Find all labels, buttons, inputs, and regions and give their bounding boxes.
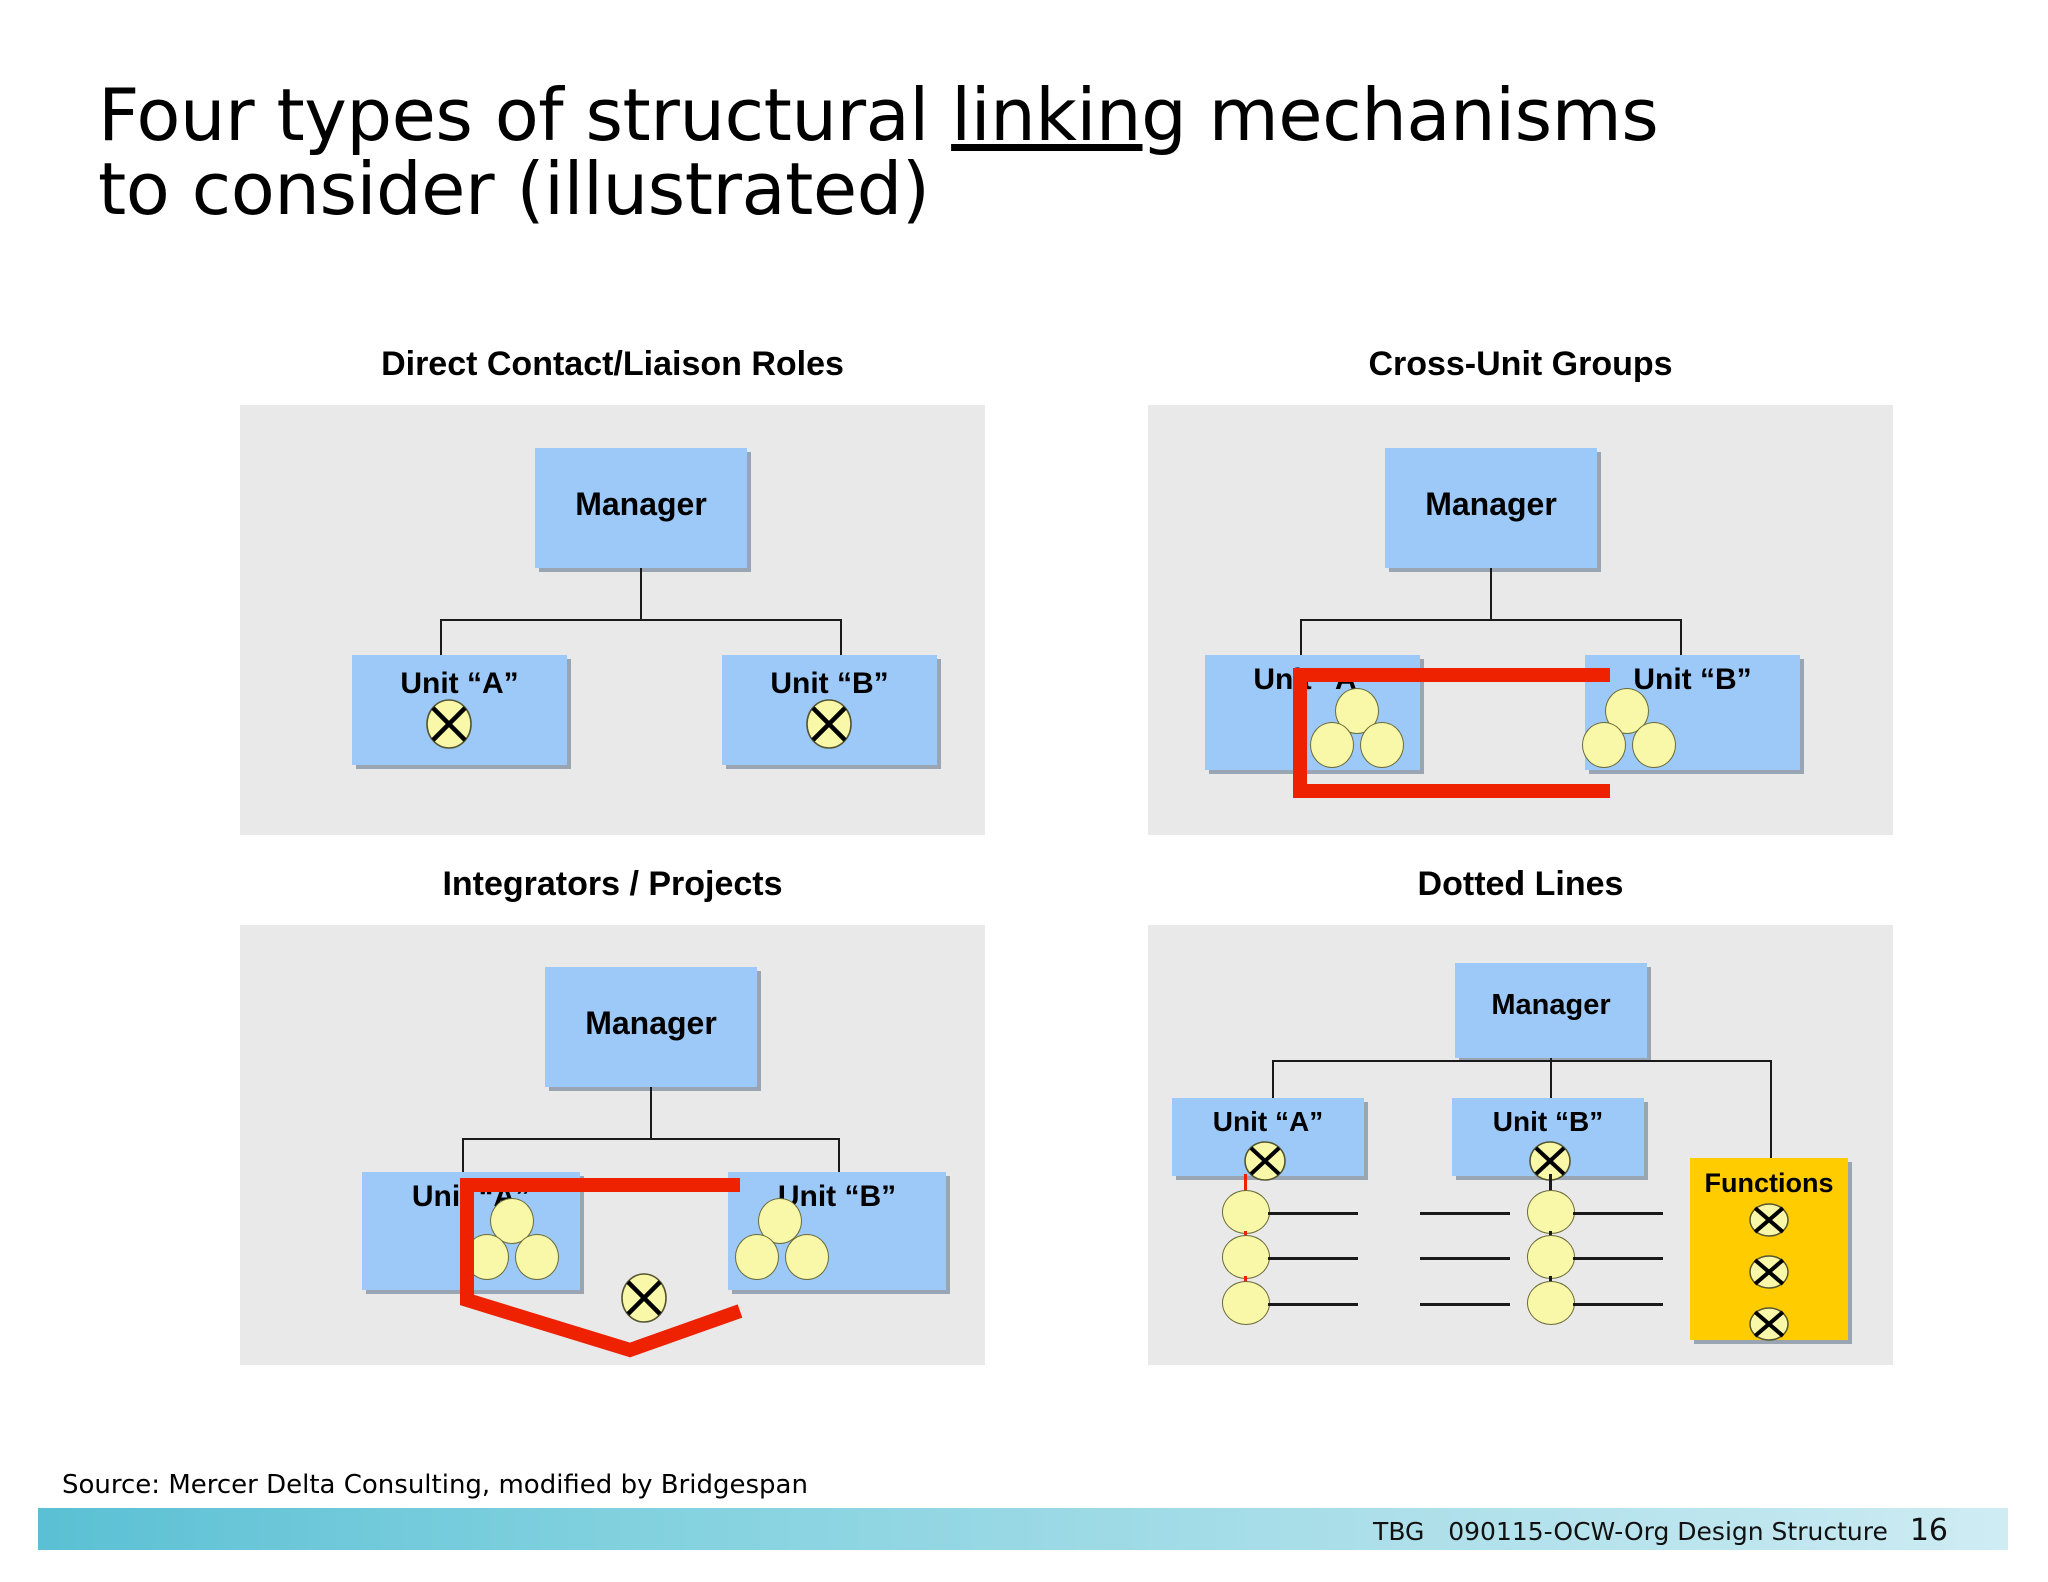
box-manager-p3[interactable]: Manager [545, 967, 757, 1087]
chain-line-a3-p4 [1268, 1303, 1358, 1306]
connector-manager-stem-p1 [640, 568, 642, 620]
chain-circle-b1-p4 [1527, 1190, 1575, 1234]
member-circle-a2-p2 [1310, 722, 1354, 768]
panel-title-cross-unit: Cross-Unit Groups [1368, 345, 1673, 383]
chain-line-b3-left-p4 [1420, 1303, 1510, 1306]
footer-bar [38, 1508, 2008, 1550]
title-part-after: mechanisms [1186, 73, 1659, 157]
connector-bus-p3 [462, 1138, 840, 1140]
box-manager-p4[interactable]: Manager [1455, 963, 1647, 1058]
chain-line-b2-left-p4 [1420, 1257, 1510, 1260]
connector-bus-p4 [1272, 1060, 1772, 1062]
x-circle-icon-integrator-p3 [621, 1273, 667, 1323]
connector-drop-b-p3 [838, 1138, 840, 1176]
member-circle-b3-p2 [1632, 722, 1676, 768]
x-circle-icon-unit-b-p4 [1529, 1141, 1571, 1181]
box-unit-b-p2-label: Unit “B” [1633, 663, 1752, 696]
x-circle-icon-unit-b-p1 [806, 699, 852, 749]
red-dotted-line-a-0 [1244, 1174, 1247, 1204]
page-title: Four types of structural linking mechani… [98, 78, 1978, 226]
connector-drop-functions-p4 [1770, 1060, 1772, 1160]
box-manager-p4-label: Manager [1491, 989, 1611, 1021]
chain-circle-a1-p4 [1222, 1190, 1270, 1234]
member-circle-b2-p2 [1582, 722, 1626, 768]
box-unit-a-p4-label: Unit “A” [1212, 1106, 1324, 1137]
chain-line-a1-p4 [1268, 1212, 1358, 1215]
footer-text: TBG 090115-OCW-Org Design Structure 16 [1373, 1513, 1948, 1548]
x-circle-icon-function-1 [1749, 1203, 1789, 1237]
box-unit-b-p4-label: Unit “B” [1492, 1106, 1604, 1137]
chain-circle-b2-p4 [1527, 1235, 1575, 1279]
x-circle-icon-unit-a-p1 [426, 699, 472, 749]
x-circle-icon-function-2 [1749, 1255, 1789, 1289]
connector-bus-p1 [440, 619, 842, 621]
connector-bus-p2 [1300, 619, 1682, 621]
connector-drop-b-p2 [1680, 619, 1682, 657]
x-circle-icon-function-3 [1749, 1307, 1789, 1341]
chain-line-b1-right-p4 [1573, 1212, 1663, 1215]
box-manager-p1[interactable]: Manager [535, 448, 747, 568]
red-integrator-polyline [460, 1178, 743, 1358]
panel-title-dotted-lines: Dotted Lines [1417, 865, 1624, 903]
chain-line-b2-right-p4 [1573, 1257, 1663, 1260]
member-circle-b2-p3 [735, 1234, 779, 1280]
x-circle-icon-unit-a-p4 [1244, 1141, 1286, 1181]
member-circle-b3-p3 [785, 1234, 829, 1280]
connector-drop-a-p1 [440, 619, 442, 657]
chain-line-b1-left-p4 [1420, 1212, 1510, 1215]
chain-circle-a2-p4 [1222, 1235, 1270, 1279]
box-unit-b-p4[interactable]: Unit “B” [1452, 1098, 1644, 1176]
red-cross-unit-group-bracket [1293, 668, 1610, 798]
connector-manager-stem-p3 [650, 1087, 652, 1139]
footer-doc: 090115-OCW-Org Design Structure [1448, 1517, 1888, 1546]
connector-drop-a-p2 [1300, 619, 1302, 657]
connector-manager-stem-p2 [1490, 568, 1492, 620]
box-manager-p1-label: Manager [575, 486, 707, 522]
connector-drop-b-p1 [840, 619, 842, 657]
source-note: Source: Mercer Delta Consulting, modifie… [62, 1470, 808, 1500]
page-number: 16 [1909, 1513, 1948, 1548]
box-manager-p2[interactable]: Manager [1385, 448, 1597, 568]
connector-drop-b-p4 [1550, 1060, 1552, 1100]
title-underlined-word: linking [951, 73, 1187, 157]
chain-circle-b3-p4 [1527, 1281, 1575, 1325]
chain-line-a2-p4 [1268, 1257, 1358, 1260]
title-line-2: to consider (illustrated) [98, 147, 930, 232]
box-unit-a-p1-label: Unit “A” [400, 667, 519, 700]
connector-drop-a-p4 [1272, 1060, 1274, 1100]
box-functions-p4-label: Functions [1704, 1168, 1834, 1198]
member-circle-a3-p2 [1360, 722, 1404, 768]
title-part-before: Four types of structural [98, 73, 952, 157]
member-circle-a3-p3 [515, 1234, 559, 1280]
box-manager-p2-label: Manager [1425, 486, 1557, 522]
connector-drop-a-p3 [462, 1138, 464, 1176]
box-unit-b-p1-label: Unit “B” [770, 667, 889, 700]
chain-connector-b-0 [1549, 1174, 1552, 1204]
panel-title-direct-contact: Direct Contact/Liaison Roles [381, 345, 844, 383]
panel-title-integrators: Integrators / Projects [442, 865, 783, 903]
chain-circle-a3-p4 [1222, 1281, 1270, 1325]
footer-org: TBG [1373, 1517, 1425, 1546]
box-manager-p3-label: Manager [585, 1005, 717, 1041]
chain-line-b3-right-p4 [1573, 1303, 1663, 1306]
